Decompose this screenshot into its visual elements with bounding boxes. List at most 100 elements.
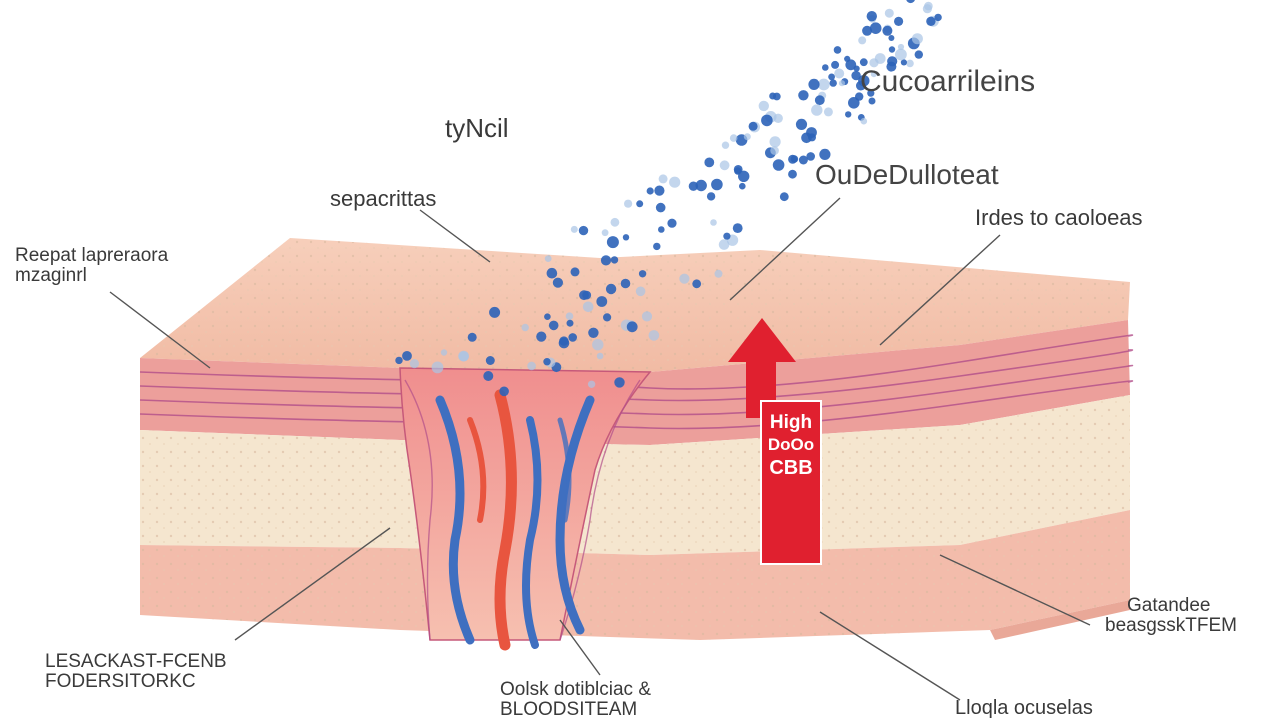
particle bbox=[828, 73, 835, 81]
particle bbox=[870, 71, 878, 78]
particle bbox=[817, 78, 830, 91]
particle bbox=[808, 78, 820, 90]
particle bbox=[527, 361, 536, 371]
particle bbox=[624, 199, 633, 208]
particle bbox=[714, 269, 723, 278]
particle bbox=[788, 169, 797, 179]
particle bbox=[692, 279, 702, 289]
label-left-top: Reepat lapreraora mzaginrl bbox=[15, 245, 169, 286]
particle bbox=[568, 333, 577, 342]
particle bbox=[856, 80, 866, 91]
particle bbox=[458, 351, 469, 362]
particle bbox=[648, 330, 660, 341]
high-cbd-badge: High DoOo CBB bbox=[760, 400, 822, 565]
particle bbox=[906, 59, 914, 68]
particle bbox=[587, 380, 596, 388]
particle bbox=[552, 277, 564, 288]
particle bbox=[729, 134, 738, 142]
particle bbox=[667, 218, 677, 228]
particle bbox=[926, 16, 936, 26]
particle bbox=[706, 192, 716, 201]
particle bbox=[606, 236, 619, 249]
particle bbox=[395, 356, 403, 365]
particle bbox=[914, 50, 923, 59]
particle bbox=[548, 320, 559, 331]
particle bbox=[732, 223, 743, 234]
particle bbox=[888, 35, 895, 41]
particle bbox=[860, 117, 868, 125]
particle bbox=[795, 118, 808, 130]
particle bbox=[596, 296, 608, 307]
particle bbox=[739, 182, 746, 190]
particle bbox=[748, 121, 758, 131]
particle bbox=[798, 155, 808, 165]
particle bbox=[641, 311, 653, 322]
particle bbox=[570, 225, 578, 233]
particle bbox=[718, 239, 730, 250]
particle bbox=[536, 331, 547, 342]
particle bbox=[719, 160, 730, 171]
particle bbox=[823, 107, 833, 117]
particle bbox=[866, 11, 877, 22]
particle bbox=[887, 56, 898, 67]
particle bbox=[622, 234, 630, 241]
leader-lines bbox=[109, 197, 1091, 701]
particle bbox=[646, 187, 654, 195]
particle bbox=[733, 165, 743, 174]
particle bbox=[610, 217, 620, 227]
particle bbox=[409, 359, 419, 369]
particle bbox=[922, 4, 933, 14]
label-bottom-right: Lloqla ocuselas bbox=[955, 697, 1093, 719]
particle bbox=[521, 323, 529, 332]
particle bbox=[869, 22, 882, 34]
particle bbox=[543, 358, 551, 366]
particle bbox=[888, 46, 896, 53]
particle bbox=[773, 113, 783, 124]
particle bbox=[758, 100, 769, 112]
particle bbox=[638, 270, 647, 278]
particle bbox=[636, 200, 644, 208]
label-top-center: tyNcil bbox=[445, 113, 509, 143]
particle bbox=[679, 273, 690, 284]
particle bbox=[588, 327, 599, 338]
particle bbox=[788, 154, 798, 164]
particle bbox=[769, 136, 781, 148]
particle bbox=[592, 339, 604, 351]
particle bbox=[761, 114, 773, 127]
particle bbox=[844, 55, 851, 63]
particle bbox=[566, 319, 574, 327]
particle bbox=[884, 8, 894, 18]
particle bbox=[911, 33, 923, 45]
particle bbox=[834, 68, 845, 79]
particle bbox=[610, 256, 619, 264]
particle bbox=[559, 336, 569, 346]
particle bbox=[582, 301, 594, 313]
particle bbox=[772, 92, 781, 101]
particle bbox=[655, 202, 666, 213]
particle bbox=[711, 178, 723, 191]
particle bbox=[895, 48, 907, 61]
particle bbox=[485, 356, 495, 365]
particle bbox=[721, 141, 730, 149]
particle bbox=[811, 104, 823, 116]
particle bbox=[669, 176, 681, 188]
particle bbox=[467, 332, 477, 342]
particle bbox=[544, 313, 551, 321]
particle bbox=[596, 352, 604, 360]
particle bbox=[440, 349, 448, 356]
particle bbox=[489, 306, 501, 318]
label-top-right: Cucoarrileins bbox=[860, 65, 1036, 98]
particle bbox=[900, 59, 908, 66]
particle bbox=[603, 313, 612, 322]
blood-vessels bbox=[435, 389, 595, 651]
particle bbox=[906, 0, 915, 4]
particle bbox=[858, 36, 867, 45]
particle bbox=[772, 159, 785, 171]
particle bbox=[851, 70, 861, 81]
particle bbox=[704, 157, 715, 168]
particle bbox=[814, 95, 825, 106]
particle bbox=[582, 290, 592, 300]
particle bbox=[798, 90, 809, 101]
label-left-middle: sepacrittas bbox=[330, 186, 437, 211]
